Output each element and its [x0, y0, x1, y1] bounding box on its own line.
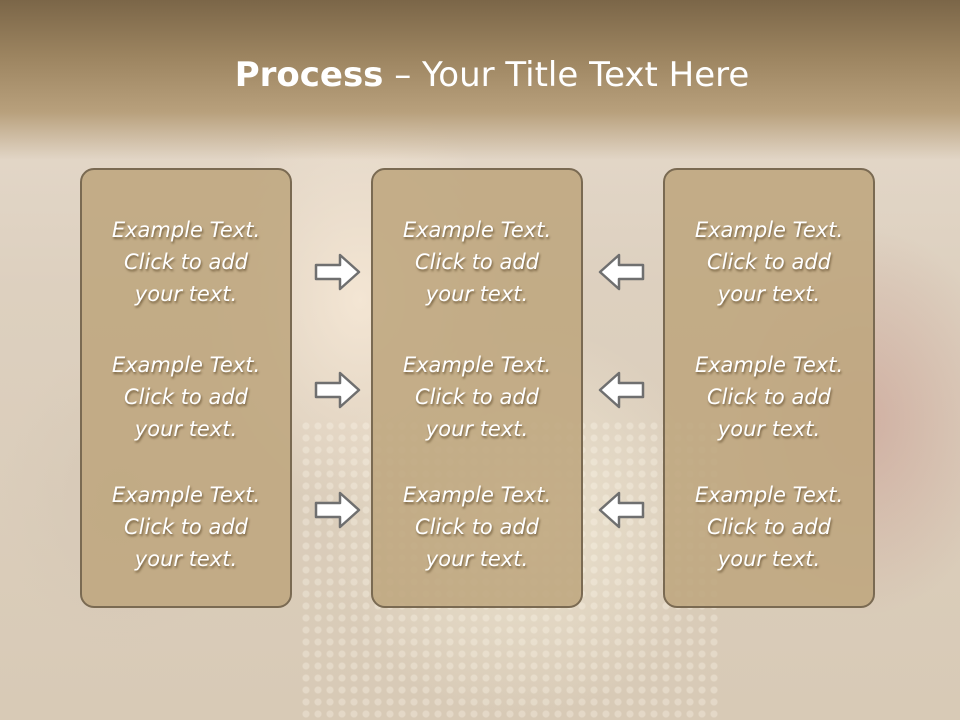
text-block[interactable]: Example Text. Click to add your text.	[373, 349, 581, 445]
arrow-left-icon	[598, 491, 645, 529]
text-line: your text.	[425, 547, 529, 571]
text-line: Example Text.	[111, 218, 261, 242]
text-line: Click to add	[706, 250, 831, 274]
text-line: Example Text.	[402, 483, 552, 507]
text-line: your text.	[425, 282, 529, 306]
process-box-left[interactable]: Example Text. Click to add your text. Ex…	[80, 168, 292, 608]
title-bold: Process	[234, 55, 384, 95]
text-line: Example Text.	[111, 353, 261, 377]
text-line: your text.	[717, 547, 821, 571]
arrow-right-icon	[314, 371, 361, 409]
text-line: Click to add	[123, 385, 248, 409]
arrow-right-icon	[314, 253, 361, 291]
text-block[interactable]: Example Text. Click to add your text.	[373, 214, 581, 310]
process-box-middle[interactable]: Example Text. Click to add your text. Ex…	[371, 168, 583, 608]
text-line: Click to add	[123, 250, 248, 274]
text-block[interactable]: Example Text. Click to add your text.	[665, 349, 873, 445]
slide-title[interactable]: Process – Your Title Text Here	[0, 52, 960, 98]
text-line: Click to add	[414, 250, 539, 274]
text-line: Click to add	[123, 515, 248, 539]
text-line: Example Text.	[402, 353, 552, 377]
text-line: Example Text.	[694, 218, 844, 242]
text-line: your text.	[425, 417, 529, 441]
text-block[interactable]: Example Text. Click to add your text.	[665, 479, 873, 575]
text-block[interactable]: Example Text. Click to add your text.	[665, 214, 873, 310]
text-line: your text.	[134, 547, 238, 571]
arrow-left-icon	[598, 253, 645, 291]
text-line: Example Text.	[694, 483, 844, 507]
text-line: Example Text.	[402, 218, 552, 242]
text-line: Click to add	[706, 385, 831, 409]
text-line: your text.	[134, 417, 238, 441]
text-block[interactable]: Example Text. Click to add your text.	[82, 349, 290, 445]
text-line: Click to add	[414, 385, 539, 409]
text-line: Click to add	[414, 515, 539, 539]
text-line: your text.	[717, 417, 821, 441]
text-line: Example Text.	[694, 353, 844, 377]
title-rest: – Your Title Text Here	[383, 55, 750, 95]
text-block[interactable]: Example Text. Click to add your text.	[82, 479, 290, 575]
process-box-right[interactable]: Example Text. Click to add your text. Ex…	[663, 168, 875, 608]
text-line: your text.	[717, 282, 821, 306]
header-band	[0, 0, 960, 160]
text-line: Example Text.	[111, 483, 261, 507]
text-line: your text.	[134, 282, 238, 306]
text-block[interactable]: Example Text. Click to add your text.	[82, 214, 290, 310]
text-block[interactable]: Example Text. Click to add your text.	[373, 479, 581, 575]
text-line: Click to add	[706, 515, 831, 539]
arrow-right-icon	[314, 491, 361, 529]
arrow-left-icon	[598, 371, 645, 409]
